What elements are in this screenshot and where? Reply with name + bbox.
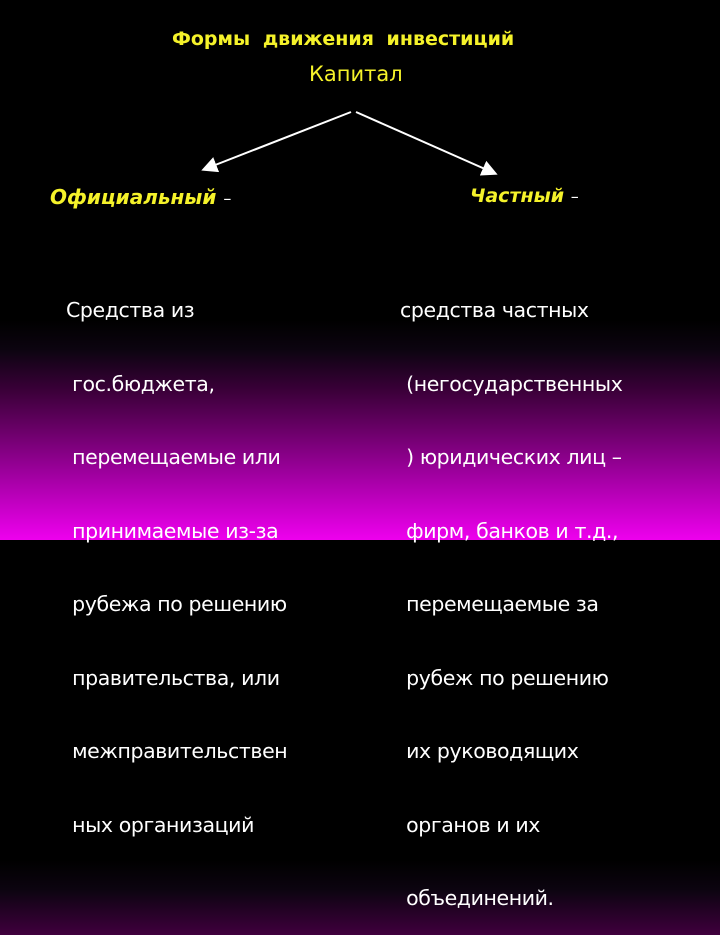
text-line: межправительствен	[66, 739, 288, 763]
text-line: (негосударственных	[400, 371, 623, 396]
branch-label-private-text: Частный	[470, 185, 565, 207]
slide-title: Формы движения инвестиций	[172, 28, 515, 50]
text-line: гос.бюджета,	[66, 371, 215, 396]
text-line: Средства из	[66, 298, 195, 322]
private-description: средства частных (негосударственных ) юр…	[400, 249, 623, 935]
text-line: перемещаемые за	[400, 592, 599, 616]
text-line: средства частных	[400, 298, 589, 322]
text-line: рубеж по решению	[400, 665, 609, 690]
text-line: рубежа по решению	[66, 592, 287, 616]
branch-dash: –	[223, 189, 232, 208]
text-line: органов и их	[400, 812, 541, 837]
branch-arrows	[201, 111, 498, 176]
text-line: ных организаций	[66, 812, 255, 837]
slide-subtitle-capital: Капитал	[309, 62, 403, 86]
arrow-left	[201, 111, 352, 173]
text-line: их руководящих	[400, 739, 579, 763]
official-description: Средства из гос.бюджета, перемещаемые ил…	[66, 249, 288, 862]
text-line: правительства, или	[66, 665, 280, 690]
text-line: фирм, банков и т.д.,	[400, 518, 619, 543]
branch-label-official-text: Официальный	[50, 185, 217, 209]
text-line: перемещаемые или	[66, 445, 281, 469]
branch-label-private: Частный –	[470, 185, 579, 207]
text-line: ) юридических лиц –	[400, 445, 622, 469]
arrow-right	[355, 111, 498, 176]
text-line: объединений.	[400, 886, 554, 910]
branch-dash: –	[570, 187, 579, 206]
branch-label-official: Официальный –	[50, 185, 231, 209]
text-line: принимаемые из-за	[66, 518, 279, 543]
